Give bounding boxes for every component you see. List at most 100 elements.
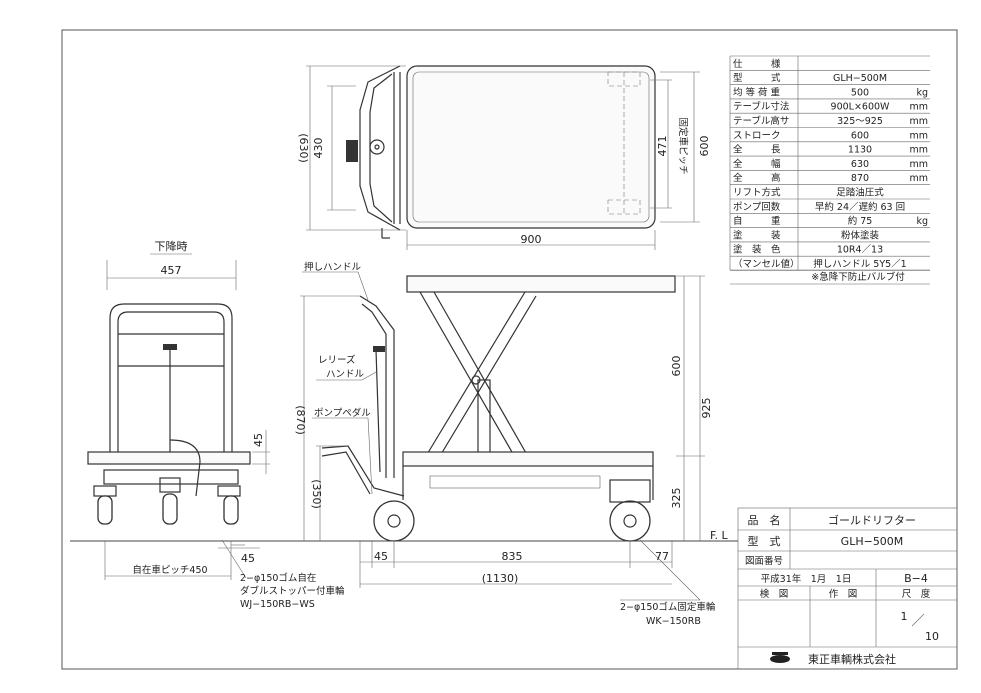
label-fixed-wheel: 2−φ150ゴム固定車輪: [620, 601, 716, 613]
front-table: [87, 451, 251, 465]
company-logo-icon: [770, 652, 790, 663]
spec-unit: mm: [909, 102, 928, 113]
title-block: 品 名 ゴールドリフター 型 式 GLH−500M 図面番号 平成31年 1月 …: [737, 507, 958, 670]
spec-value: 900L×600W: [831, 102, 891, 113]
spec-value: 約 75: [848, 215, 873, 227]
dim-600-table: 600: [698, 136, 711, 157]
spec-value: 押しハンドル 5Y5／1: [813, 258, 906, 270]
tb-scale-den: 10: [925, 630, 939, 643]
dim-350-paren: (350): [310, 479, 323, 509]
spec-unit: mm: [909, 173, 928, 184]
dim-925: 925: [700, 398, 713, 419]
label-caster-model: WJ−150RB−WS: [240, 599, 315, 610]
top-view: (630) 430 471 固定車ピッチ 600 900: [297, 65, 711, 250]
dim-457: 457: [161, 264, 182, 277]
spec-key: 自 重: [733, 215, 781, 227]
spec-value: 325〜925: [837, 116, 883, 127]
label-release-handle-1: レリーズ: [318, 354, 356, 366]
drawing-border: [61, 29, 958, 670]
spec-key: 型 式: [733, 72, 781, 84]
dim-45-bottom: 45: [241, 552, 255, 565]
side-front-wheel: [373, 500, 415, 542]
spec-key: リフト方式: [733, 187, 781, 199]
top-handle: [359, 65, 401, 231]
spec-value: 630: [851, 159, 869, 170]
side-rear-wheel: [609, 500, 651, 542]
spec-key: 塗 装: [733, 229, 781, 241]
dim-430: 430: [312, 138, 325, 159]
spec-unit: kg: [916, 87, 928, 98]
side-view: 押しハンドル レリーズ ハンドル ポンプペダル (870) (350) 600 …: [70, 261, 738, 627]
spec-value: 早約 24／遅約 63 回: [815, 201, 905, 213]
dim-600-lift: 600: [670, 356, 683, 377]
top-table: [406, 65, 656, 229]
spec-value: 1130: [848, 145, 872, 156]
spec-value: 500: [851, 87, 869, 98]
spec-note: ※急降下防止バルブ付: [811, 271, 905, 283]
spec-key: （マンセル値）: [733, 258, 800, 270]
front-view: 下降時 457 45 45 自在車ピッチ450: [87, 239, 345, 610]
dim-1130-paren: (1130): [482, 572, 519, 585]
label-pump-pedal: ポンプペダル: [314, 407, 371, 419]
spec-unit: kg: [916, 216, 928, 227]
tb-date: 平成31年 1月 1日: [761, 573, 852, 585]
dim-870-paren: (870): [294, 405, 307, 435]
spec-key: 全 長: [733, 144, 781, 156]
spec-unit: mm: [909, 116, 928, 127]
tb-scale: 尺 度: [902, 588, 931, 600]
tb-name-value: ゴールドリフター: [828, 513, 916, 527]
spec-key: ポンプ回数: [733, 201, 781, 213]
label-caster: 2−φ150ゴム自在: [240, 572, 316, 584]
floor-label: F. L: [710, 529, 729, 542]
spec-unit: mm: [909, 145, 928, 156]
spec-value: 粉体塗装: [841, 229, 880, 241]
dim-835: 835: [502, 550, 523, 563]
spec-key: 全 幅: [733, 158, 781, 170]
dim-45-front: 45: [374, 550, 388, 563]
dim-325: 325: [670, 488, 683, 509]
tb-name-label: 品 名: [748, 513, 781, 527]
spec-value: 870: [851, 173, 869, 184]
spec-value: 10R4／13: [837, 245, 883, 256]
label-lowered: 下降時: [155, 239, 188, 253]
tb-model-label: 型 式: [748, 534, 781, 548]
side-push-handle: [359, 295, 395, 478]
tb-drawing-no-label: 図面番号: [745, 555, 783, 567]
spec-key: 全 高: [733, 172, 781, 184]
spec-value: GLH−500M: [833, 73, 887, 84]
spec-table: 仕 様型 式 GLH−500M 均 等 荷 重 500 kg テーブル寸法 900L×600…: [729, 55, 930, 285]
tb-scale-num: 1: [901, 610, 908, 623]
side-table: [406, 275, 676, 293]
front-handle: [109, 303, 233, 452]
label-fixed-pitch: 固定車ピッチ: [677, 117, 689, 174]
label-caster-pitch: 自在車ピッチ450: [132, 564, 207, 576]
spec-value: 600: [851, 130, 869, 141]
spec-unit: mm: [909, 130, 928, 141]
label-caster-2: ダブルストッパー付車輪: [240, 585, 345, 597]
side-base: [402, 451, 654, 467]
spec-key: テーブル高サ: [733, 115, 789, 127]
spec-key: ストローク: [733, 130, 781, 141]
spec-key: 塗 装 色: [733, 244, 781, 256]
spec-value: 足踏油圧式: [836, 187, 884, 199]
dim-471: 471: [656, 136, 669, 157]
spec-key: テーブル寸法: [733, 101, 789, 113]
tb-drawn: 作 図: [829, 588, 858, 600]
dim-630-paren: (630): [297, 133, 310, 163]
tb-model-value: GLH−500M: [841, 535, 904, 548]
label-release-handle-2: ハンドル: [326, 369, 365, 380]
tb-sheet: B−4: [904, 572, 928, 585]
tb-company: 東正車輌株式会社: [808, 652, 896, 666]
spec-unit: mm: [909, 159, 928, 170]
dim-45-side: 45: [252, 433, 265, 447]
label-fixed-wheel-model: WK−150RB: [646, 616, 701, 627]
side-pump-pedal: [321, 445, 405, 497]
spec-key: 仕 様: [733, 58, 781, 70]
label-push-handle: 押しハンドル: [304, 261, 362, 273]
tb-inspected: 検 図: [760, 588, 789, 600]
dim-900: 900: [521, 233, 542, 246]
spec-key: 均 等 荷 重: [733, 86, 781, 98]
dim-77: 77: [655, 550, 669, 563]
pump-pedal-top: [346, 140, 358, 162]
